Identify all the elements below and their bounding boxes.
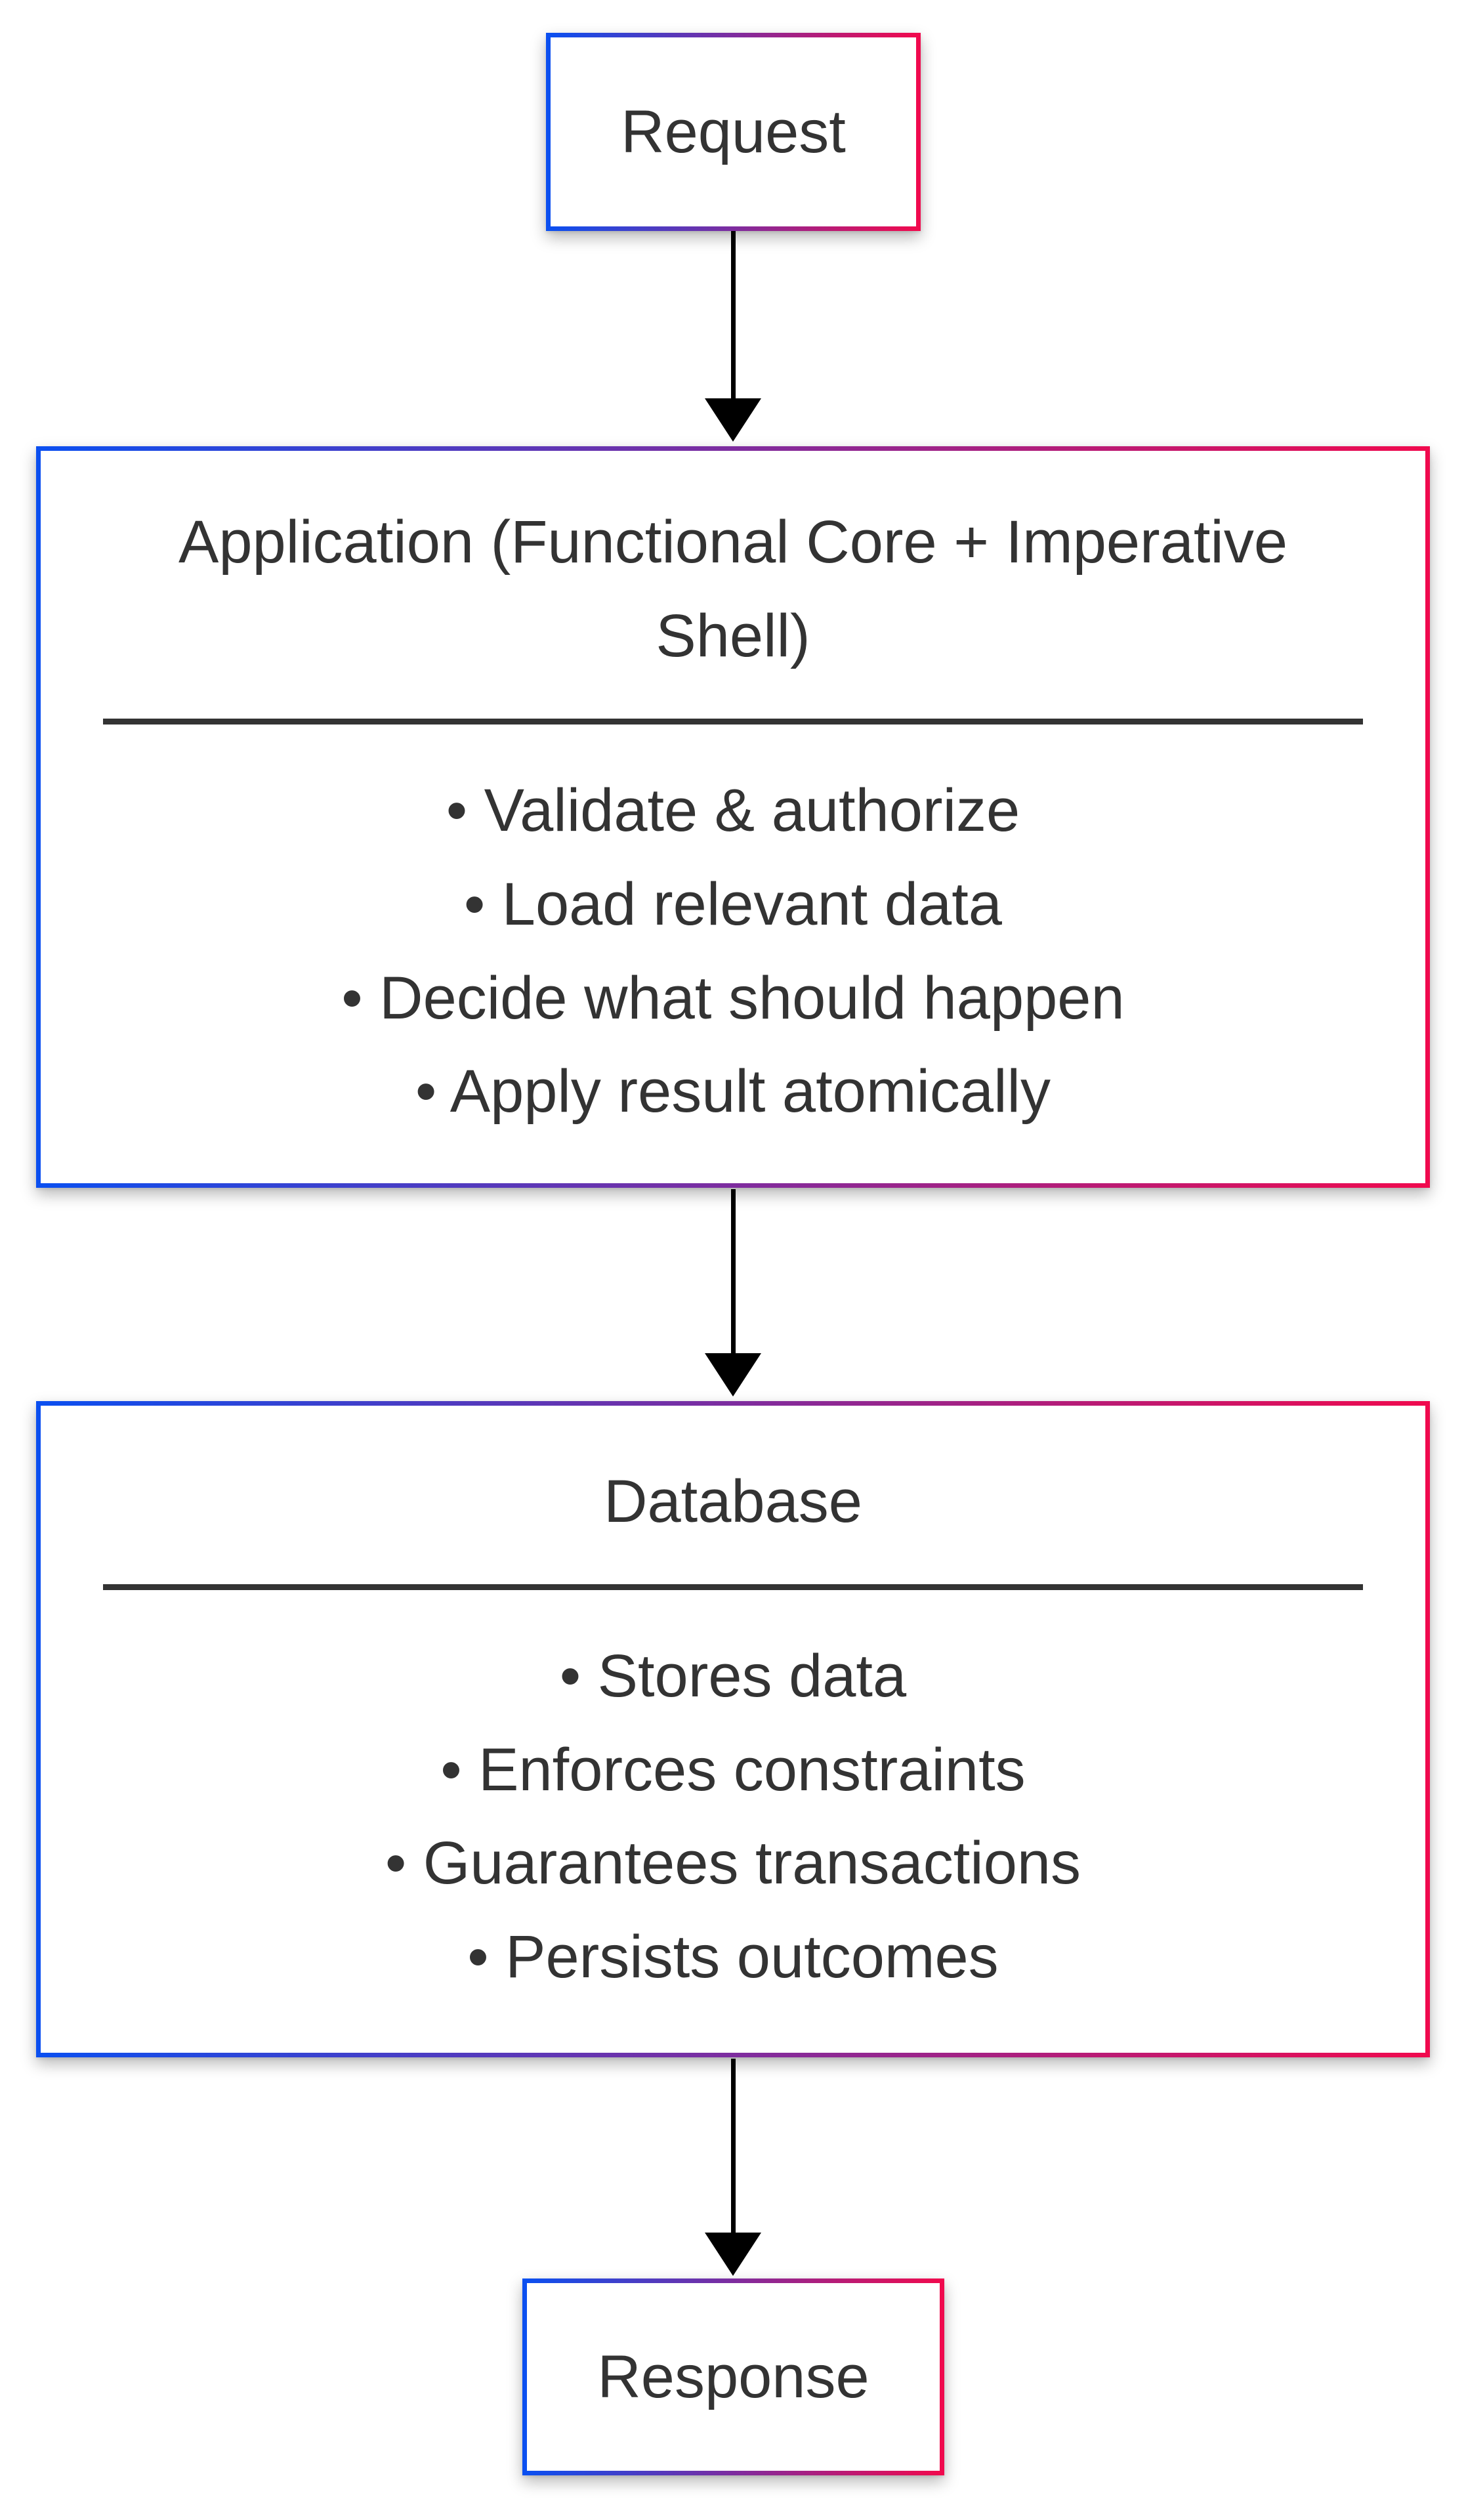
arrowhead-down-icon	[705, 1353, 761, 1396]
database-item: • Guarantees transactions	[385, 1830, 1081, 1897]
database-item: • Stores data	[559, 1643, 907, 1710]
application-title: Application (Functional Core + Imperativ…	[178, 509, 1288, 669]
request-label: Request	[621, 98, 846, 165]
arrow-shaft	[730, 2059, 736, 2233]
arrow-request-to-application	[705, 231, 761, 442]
response-label: Response	[597, 2343, 869, 2410]
application-item: • Load relevant data	[464, 871, 1002, 938]
arrow-application-to-database	[705, 1189, 761, 1396]
database-item: • Enforces constraints	[440, 1736, 1026, 1803]
database-item: • Persists outcomes	[467, 1923, 999, 1990]
node-request: Request	[546, 33, 921, 231]
arrow-database-to-response	[705, 2059, 761, 2276]
arrowhead-down-icon	[705, 2233, 761, 2276]
application-item: • Validate & authorize	[446, 777, 1020, 845]
database-item-list: • Stores data • Enforces constraints • G…	[385, 1629, 1081, 2004]
database-title: Database	[604, 1467, 862, 1535]
arrowhead-down-icon	[705, 398, 761, 442]
arrow-shaft	[730, 1189, 736, 1353]
title-divider	[102, 719, 1364, 725]
node-application: Application (Functional Core + Imperativ…	[36, 446, 1430, 1188]
node-response: Response	[522, 2278, 944, 2475]
arrow-shaft	[730, 231, 736, 398]
application-item: • Apply result atomically	[415, 1058, 1051, 1125]
application-item: • Decide what should happen	[341, 964, 1125, 1032]
application-item-list: • Validate & authorize • Load relevant d…	[341, 764, 1124, 1138]
title-divider	[102, 1584, 1364, 1591]
node-database: Database • Stores data • Enforces constr…	[36, 1401, 1430, 2057]
